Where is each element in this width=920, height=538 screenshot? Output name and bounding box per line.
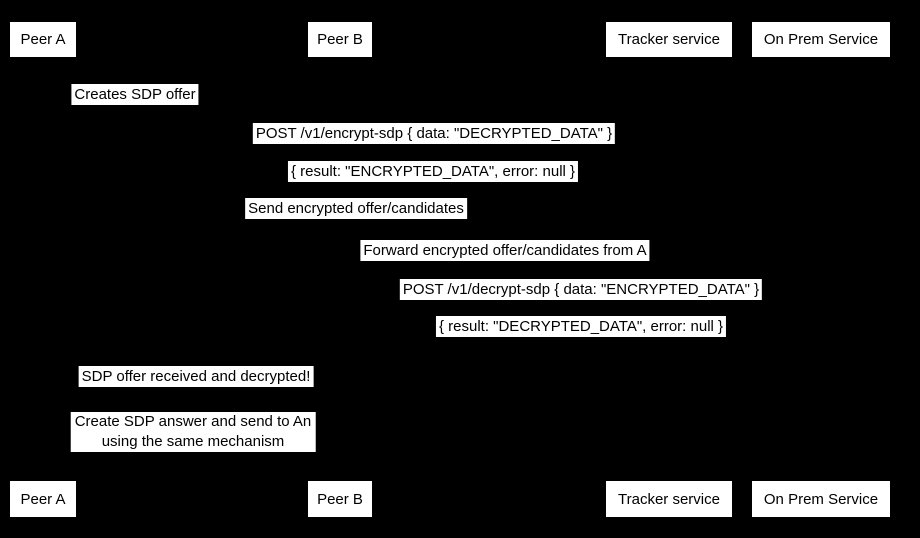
participant-label: Peer A — [20, 490, 66, 508]
lifeline-peer-a — [42, 57, 43, 481]
message-post-encrypt-sdp: POST /v1/encrypt-sdp { data: "DECRYPTED_… — [252, 123, 616, 144]
lifeline-on-prem-service — [820, 57, 821, 481]
participant-label: On Prem Service — [763, 490, 879, 508]
participant-label: Peer B — [317, 31, 363, 48]
participant-label: Tracker service — [618, 490, 720, 508]
participant-on-prem-service-top: On Prem Service — [752, 22, 890, 57]
note-create-sdp-answer: Create SDP answer and send to An using t… — [70, 412, 316, 452]
lifeline-tracker-service — [668, 57, 669, 481]
message-result-encrypted-data: { result: "ENCRYPTED_DATA", error: null … — [287, 161, 579, 182]
message-sdp-offer-received: SDP offer received and decrypted! — [78, 366, 314, 387]
participant-label: Peer A — [20, 31, 66, 48]
participant-peer-a-top: Peer A — [10, 22, 76, 57]
message-post-decrypt-sdp: POST /v1/decrypt-sdp { data: "ENCRYPTED_… — [399, 279, 763, 300]
message-send-encrypted-offer: Send encrypted offer/candidates — [245, 198, 467, 219]
participant-label: On Prem Service — [763, 31, 879, 48]
message-result-decrypted-data: { result: "DECRYPTED_DATA", error: null … — [435, 316, 727, 337]
participant-on-prem-service-bottom: On Prem Service — [752, 481, 890, 517]
lifeline-peer-b — [339, 57, 340, 481]
participant-peer-a-bottom: Peer A — [10, 481, 76, 517]
participant-peer-b-top: Peer B — [308, 22, 372, 57]
participant-label: Tracker service — [618, 31, 720, 48]
note-line-1: Create SDP answer and send to An — [74, 413, 312, 430]
message-creates-sdp-offer: Creates SDP offer — [71, 84, 199, 105]
participant-label: Peer B — [317, 490, 363, 508]
participant-tracker-service-top: Tracker service — [606, 22, 732, 57]
message-forward-encrypted-offer: Forward encrypted offer/candidates from … — [360, 240, 650, 261]
note-line-2: using the same mechanism — [101, 433, 285, 450]
participant-peer-b-bottom: Peer B — [308, 481, 372, 517]
participant-tracker-service-bottom: Tracker service — [606, 481, 732, 517]
